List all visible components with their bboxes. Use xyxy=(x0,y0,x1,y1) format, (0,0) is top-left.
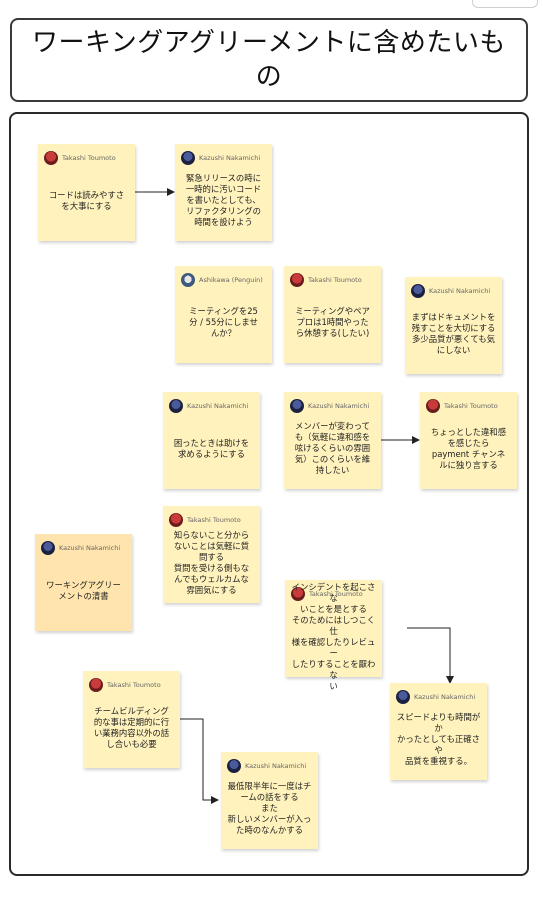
sticky-note[interactable]: Kazushi Nakamichi 最低限半年に一度はチ ームの話をする また … xyxy=(221,752,318,849)
sticky-note[interactable]: Kazushi Nakamichi メンバーが変わって も（気軽に違和感を 呟け… xyxy=(284,392,381,489)
avatar-icon xyxy=(291,587,305,601)
note-author: Kazushi Nakamichi xyxy=(308,402,370,410)
note-text: 最低限半年に一度はチ ームの話をする また 新しいメンバーが入っ た時のなんかす… xyxy=(227,781,312,835)
sticky-note[interactable]: Kazushi Nakamichi まずはドキュメントを 残すことを大切にする … xyxy=(405,277,502,374)
note-author: Kazushi Nakamichi xyxy=(414,693,476,701)
sticky-note[interactable]: Takashi Toumoto ミーティングやペア プロは1時間やった ら休憩す… xyxy=(284,266,381,363)
note-text: ミーティングやペア プロは1時間やった ら休憩する(したい) xyxy=(295,306,370,338)
board-title-text: ワーキングアグリーメントに含めたいもの xyxy=(32,28,506,92)
sticky-note[interactable]: Takashi Toumoto 知らないこと分から ないことは気軽に質 問する … xyxy=(163,506,260,603)
avatar-icon xyxy=(169,399,183,413)
avatar-icon xyxy=(89,678,103,692)
note-text: まずはドキュメントを 残すことを大切にする 多少品質が悪くても気 にしない xyxy=(411,311,496,355)
note-author: Kazushi Nakamichi xyxy=(187,402,249,410)
note-text: ミーティングを25 分 / 55分にしませ んか？ xyxy=(189,306,258,338)
note-text: 知らないこと分から ないことは気軽に質 問する 質問を受ける側もな んでもウェル… xyxy=(173,529,250,595)
note-text: メンバーが変わって も（気軽に違和感を 呟けるくらいの雰囲 気）このくらいを維 … xyxy=(294,421,371,475)
note-author: Takashi Toumoto xyxy=(62,154,116,162)
sticky-note[interactable]: Takashi Toumoto ちょっとした違和感 を感じたら payment … xyxy=(420,392,517,489)
avatar-icon xyxy=(290,399,304,413)
note-text: スピードよりも時間がか かったとしても正確さや 品質を重視する。 xyxy=(396,712,481,766)
sticky-note[interactable]: Kazushi Nakamichi スピードよりも時間がか かったとしても正確さ… xyxy=(390,683,487,780)
top-tab-edge xyxy=(472,0,538,8)
note-author: Takashi Toumoto xyxy=(309,590,363,598)
note-author: Takashi Toumoto xyxy=(308,276,362,284)
avatar-icon xyxy=(426,399,440,413)
avatar-icon xyxy=(181,273,195,287)
note-author: Ashikawa (Penguin) xyxy=(199,276,263,284)
sticky-note[interactable]: Kazushi Nakamichi 緊急リリースの時に 一時的に汚いコード を書… xyxy=(175,144,272,241)
board-title: ワーキングアグリーメントに含めたいもの xyxy=(10,18,528,102)
avatar-icon xyxy=(44,151,58,165)
sticky-note[interactable]: Takashi Toumoto インシデントを起こさな いことを是とする そのた… xyxy=(285,580,382,691)
note-text: インシデントを起こさな いことを是とする そのためにはしつこく仕 様を確認したり… xyxy=(291,581,376,691)
avatar-icon xyxy=(227,759,241,773)
note-text: ちょっとした違和感 を感じたら payment チャンネ ルに独り言する xyxy=(430,426,507,470)
sticky-note[interactable]: Takashi Toumoto コードは読みやすさ を大事にする xyxy=(38,144,135,241)
note-text: 困ったときは助けを 求めるようにする xyxy=(173,437,250,459)
note-author: Kazushi Nakamichi xyxy=(245,762,307,770)
avatar-icon xyxy=(396,690,410,704)
note-author: Kazushi Nakamichi xyxy=(199,154,261,162)
avatar-icon xyxy=(169,513,183,527)
sticky-note[interactable]: Kazushi Nakamichi 困ったときは助けを 求めるようにする xyxy=(163,392,260,489)
note-author: Takashi Toumoto xyxy=(187,516,241,524)
note-author: Kazushi Nakamichi xyxy=(429,287,491,295)
note-author: Kazushi Nakamichi xyxy=(59,544,121,552)
note-author: Takashi Toumoto xyxy=(444,402,498,410)
sticky-note[interactable]: Kazushi Nakamichi ワーキングアグリー メントの清書 xyxy=(35,534,132,631)
avatar-icon xyxy=(290,273,304,287)
avatar-icon xyxy=(41,541,55,555)
avatar-icon xyxy=(411,284,425,298)
sticky-note[interactable]: Takashi Toumoto チームビルディング 的な事は定期的に行 い業務内… xyxy=(83,671,180,768)
avatar-icon xyxy=(181,151,195,165)
note-text: チームビルディング 的な事は定期的に行 い業務内容以外の話 し合いも必要 xyxy=(93,705,170,749)
note-author: Takashi Toumoto xyxy=(107,681,161,689)
note-text: ワーキングアグリー メントの清書 xyxy=(46,579,121,601)
note-text: 緊急リリースの時に 一時的に汚いコード を書いたとしても、 リファクタリングの … xyxy=(185,173,262,227)
sticky-note[interactable]: Ashikawa (Penguin) ミーティングを25 分 / 55分にしませ… xyxy=(175,266,272,363)
note-text: コードは読みやすさ を大事にする xyxy=(48,189,125,211)
